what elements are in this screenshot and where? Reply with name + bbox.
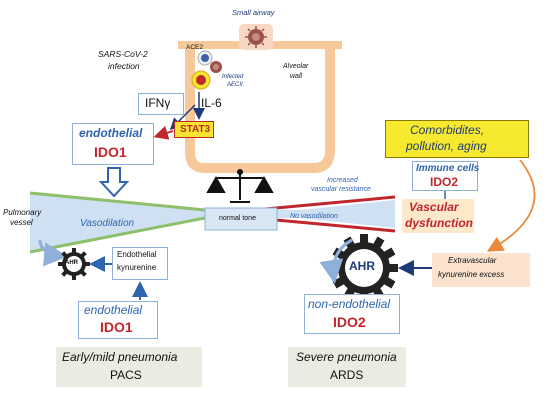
infected-label: Infected <box>222 74 244 80</box>
infected-aecii-cells <box>191 50 222 90</box>
ace2-label: ACE2 <box>186 44 203 51</box>
ahr-small-label: AHR <box>65 260 78 266</box>
stat3-label: STAT3 <box>180 124 211 135</box>
early-mild-box <box>56 347 202 387</box>
ifng-label: IFNγ <box>145 96 171 110</box>
extravascular-line1: Extravascular <box>448 256 497 265</box>
endothelial-label-bottom: endothelial <box>84 303 143 317</box>
normal-tone-label: normal tone <box>219 215 256 222</box>
ards-label: ARDS <box>330 368 364 382</box>
ido2-immune-label: IDO2 <box>430 175 459 189</box>
non-endothelial-label: non-endothelial <box>308 297 391 311</box>
ahr-large-label: AHR <box>349 259 375 273</box>
vascular-dysfunction-box <box>402 199 474 233</box>
increased-label-1: Increased <box>327 177 358 184</box>
no-vasodilation-label: No vasodilation <box>290 213 338 220</box>
infection-label: infection <box>108 61 140 71</box>
extravascular-kynurenine-box <box>432 253 530 287</box>
comorbidities-line1: Comorbidites, <box>410 123 485 137</box>
ifng-box <box>138 93 184 115</box>
pacs-label: PACS <box>110 368 142 382</box>
virus-icon <box>239 24 273 50</box>
ido2-bottom-label: IDO2 <box>333 314 366 330</box>
endothelial-kyn-line1: Endothelial <box>117 250 157 259</box>
extravascular-line2: kynurenine excess <box>438 270 505 279</box>
arrow-stat3-to-ido1 <box>153 125 174 140</box>
pulmonary-label: Pulmonary <box>3 208 42 217</box>
ido1-label-top: IDO1 <box>94 144 127 160</box>
wall-label: wall <box>290 73 303 80</box>
arrow-comorbidities-to-extravascular <box>486 159 536 252</box>
arrow-ahr-curve <box>319 238 353 284</box>
arrow-vessel-to-ahr <box>38 239 68 267</box>
non-endothelial-ido2-box <box>304 294 400 334</box>
il6-label: IL-6 <box>201 96 222 110</box>
comorbidities-box <box>385 120 529 158</box>
comorbidities-line2: pollution, aging <box>406 139 487 153</box>
immune-cells-label: Immune cells <box>416 163 480 174</box>
ahr-small-gear-icon <box>58 248 90 280</box>
immune-ido2-box <box>412 161 478 191</box>
ido1-label-bottom: IDO1 <box>100 319 133 335</box>
sars-cov2-label: SARS-CoV-2 <box>98 49 148 59</box>
alveolar-label: Alveolar <box>283 63 309 70</box>
endothelial-ido1-bottom-box <box>78 301 158 339</box>
severe-box <box>288 347 406 387</box>
endothelial-ido1-box <box>72 123 154 165</box>
vasodilation-label: Vasodilation <box>80 218 135 229</box>
arrow-ido1-to-vasodilation <box>98 167 130 198</box>
endothelial-label-top: endothelial <box>79 126 143 140</box>
small-airway-label: Small airway <box>232 8 275 17</box>
severe-label: Severe pneumonia <box>296 350 397 364</box>
endothelial-kyn-line2: kynurenine <box>117 263 157 272</box>
stat3-box <box>174 121 214 138</box>
aecii-label: AECII <box>227 82 243 88</box>
endothelial-kynurenine-box <box>112 247 168 280</box>
early-mild-label: Early/mild pneumonia <box>62 350 178 364</box>
balance-scale-icon <box>206 169 274 203</box>
increased-label-2: vascular resistance <box>311 186 371 193</box>
vascular-label: Vascular <box>409 200 459 214</box>
dysfunction-label: dysfunction <box>405 216 473 230</box>
vessel-label: vessel <box>10 218 33 227</box>
